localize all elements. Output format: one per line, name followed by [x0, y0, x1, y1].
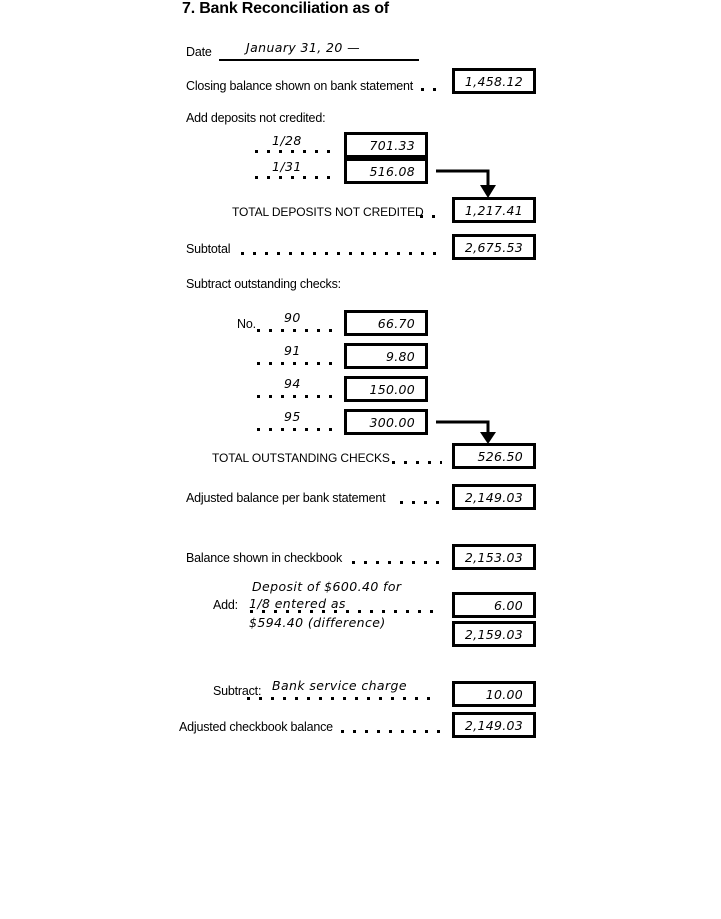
- dot-leader: [392, 461, 442, 464]
- check-amount-box: 150.00: [344, 376, 428, 402]
- total-deposits-box: 1,217.41: [452, 197, 536, 223]
- checks-heading: Subtract outstanding checks:: [186, 277, 341, 291]
- subtract-label: Subtract:: [213, 684, 262, 698]
- check-amount: 300.00: [369, 414, 415, 430]
- total-checks-label: TOTAL OUTSTANDING CHECKS: [212, 451, 390, 465]
- closing-balance-value: 1,458.12: [464, 73, 523, 89]
- check-amount-box: 66.70: [344, 310, 428, 336]
- add-label: Add:: [213, 598, 238, 612]
- total-checks-value: 526.50: [477, 448, 523, 464]
- checkbook-balance-value: 2,153.03: [464, 549, 523, 565]
- deposit-amount: 516.08: [369, 163, 415, 179]
- check-amount: 150.00: [369, 381, 415, 397]
- subtotal-box: 2,675.53: [452, 234, 536, 260]
- dot-leader: [421, 88, 445, 91]
- check-number: 90: [284, 310, 301, 325]
- add-note-line2: 1/8 entered as: [249, 596, 346, 611]
- dot-leader: [341, 730, 442, 733]
- date-value: January 31, 20 —: [246, 40, 360, 55]
- subtract-amount-value: 10.00: [485, 686, 523, 702]
- deposit-amount-box: 516.08: [344, 158, 428, 184]
- add-amount-value: 6.00: [493, 597, 523, 613]
- check-amount: 9.80: [385, 348, 415, 364]
- check-number: 94: [284, 376, 301, 391]
- dot-leader: [241, 252, 443, 255]
- dot-leader: [352, 561, 442, 564]
- deposit-amount-box: 701.33: [344, 132, 428, 158]
- dot-leader: [250, 610, 442, 613]
- checkbook-balance-box: 2,153.03: [452, 544, 536, 570]
- deposits-heading: Add deposits not credited:: [186, 111, 326, 125]
- adjusted-bank-balance-value: 2,149.03: [464, 489, 523, 505]
- closing-balance-box: 1,458.12: [452, 68, 536, 94]
- dot-leader: [257, 428, 337, 431]
- adjusted-bank-balance-box: 2,149.03: [452, 484, 536, 510]
- deposit-date: 1/28: [272, 133, 302, 148]
- closing-balance-label: Closing balance shown on bank statement: [186, 79, 414, 93]
- dot-leader: [400, 501, 442, 504]
- check-amount-box: 9.80: [344, 343, 428, 369]
- check-amount-box: 300.00: [344, 409, 428, 435]
- add-amount-box: 6.00: [452, 592, 536, 618]
- adjusted-checkbook-label: Adjusted checkbook balance: [179, 720, 333, 734]
- dot-leader: [257, 329, 337, 332]
- dot-leader: [420, 215, 444, 218]
- subtract-amount-box: 10.00: [452, 681, 536, 707]
- dot-leader: [255, 150, 337, 153]
- subtotal-label: Subtotal: [186, 242, 231, 256]
- check-amount: 66.70: [377, 315, 415, 331]
- adjusted-bank-balance-label: Adjusted balance per bank statement: [186, 491, 386, 505]
- add-note-line1: Deposit of $600.40 for: [252, 579, 402, 594]
- deposit-amount: 701.33: [369, 137, 415, 153]
- check-number: 95: [284, 409, 301, 424]
- add-note-line3: $594.40 (difference): [249, 615, 386, 630]
- total-deposits-label: TOTAL DEPOSITS NOT CREDITED: [232, 205, 424, 219]
- down-arrow-icon: [436, 169, 496, 198]
- checkbook-balance-label: Balance shown in checkbook: [186, 551, 343, 565]
- date-label: Date: [186, 45, 212, 59]
- subtract-note: Bank service charge: [272, 678, 407, 693]
- add-result-box: 2,159.03: [452, 621, 536, 647]
- total-deposits-value: 1,217.41: [464, 202, 523, 218]
- deposit-date: 1/31: [272, 159, 302, 174]
- subtotal-value: 2,675.53: [464, 239, 523, 255]
- down-arrow-icon: [436, 420, 496, 444]
- dot-leader: [257, 362, 337, 365]
- dot-leader: [255, 176, 337, 179]
- check-no-label: No.: [237, 317, 256, 331]
- dot-leader: [247, 697, 437, 700]
- check-number: 91: [284, 343, 301, 358]
- date-underline: [219, 59, 419, 61]
- adjusted-checkbook-box: 2,149.03: [452, 712, 536, 738]
- page-title: 7. Bank Reconciliation as of: [182, 0, 389, 17]
- dot-leader: [257, 395, 337, 398]
- total-checks-box: 526.50: [452, 443, 536, 469]
- add-result-value: 2,159.03: [464, 626, 523, 642]
- adjusted-checkbook-value: 2,149.03: [464, 717, 523, 733]
